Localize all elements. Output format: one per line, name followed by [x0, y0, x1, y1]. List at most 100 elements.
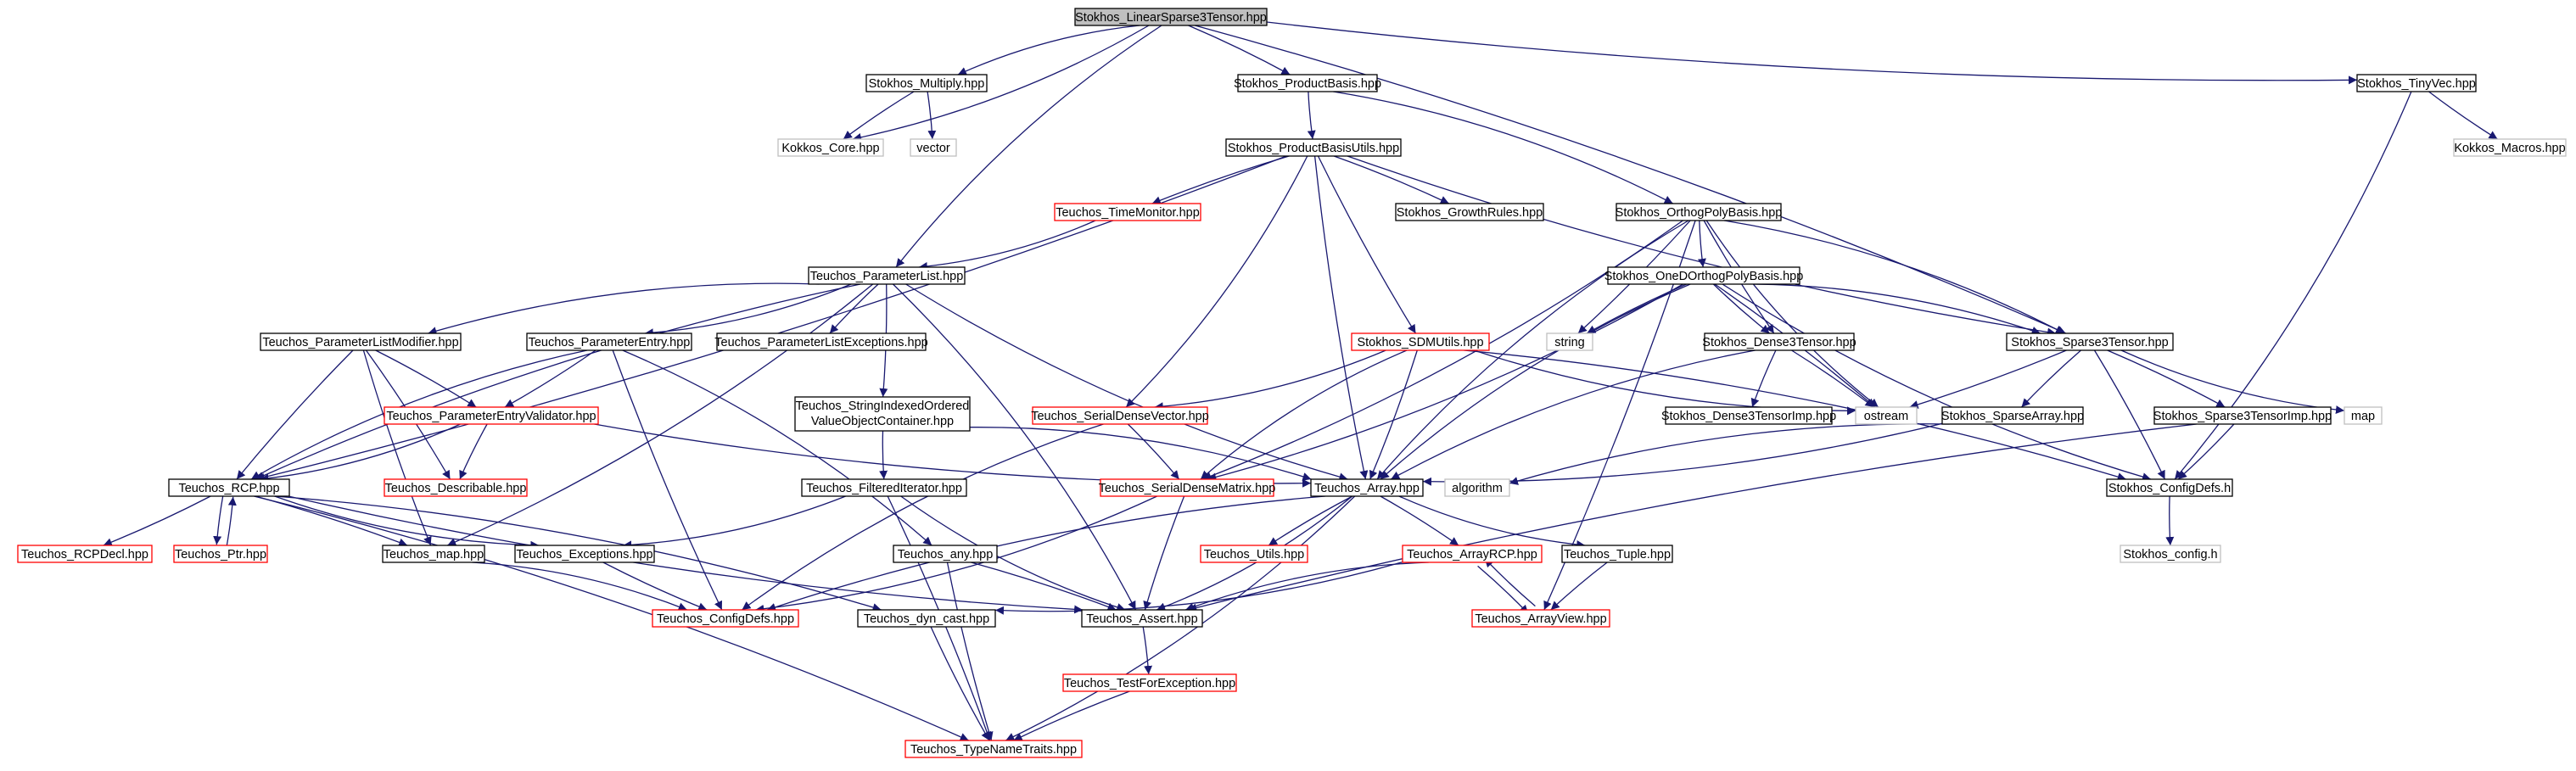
node-rcp[interactable]: Teuchos_RCP.hpp — [168, 478, 290, 497]
node-multiply[interactable]: Stokhos_Multiply.hpp — [865, 74, 988, 92]
node-tmap[interactable]: Teuchos_map.hpp — [382, 545, 485, 563]
node-box — [910, 138, 957, 157]
node-root[interactable]: Stokhos_LinearSparse3Tensor.hpp — [1074, 8, 1268, 26]
node-orthopoly[interactable]: Stokhos_OrthogPolyBasis.hpp — [1616, 203, 1783, 221]
node-pbutils[interactable]: Stokhos_ProductBasisUtils.hpp — [1225, 138, 1402, 157]
edge-sdmutils-to-sdmatrix — [1200, 349, 1408, 480]
node-kokkoscore: Kokkos_Core.hpp — [777, 138, 884, 157]
node-paramlist[interactable]: Teuchos_ParameterList.hpp — [808, 266, 966, 285]
node-box — [801, 478, 967, 497]
edge-array-to-tuple — [1398, 495, 1586, 549]
edge-paramlist-to-array — [905, 283, 1348, 482]
node-label: map — [2351, 410, 2375, 423]
node-arrayrcp[interactable]: Teuchos_ArrayRCP.hpp — [1402, 545, 1543, 563]
node-box — [1665, 406, 1833, 425]
edge-sparse3-to-ostream — [1909, 349, 2067, 409]
edge-dense3-to-ostream — [1791, 349, 1874, 408]
edge-dense3-to-array — [1390, 349, 1756, 480]
edge-plmodifier-to-tmap — [362, 349, 432, 546]
node-box — [1607, 266, 1800, 285]
edge-pevalidator-to-rcp — [260, 423, 461, 483]
edge-sdmutils-to-sdvector — [1154, 349, 1386, 411]
edge-sdmutils-to-ostream — [1473, 349, 1856, 416]
node-sdmutils[interactable]: Stokhos_SDMUtils.hpp — [1351, 332, 1490, 351]
node-vector: vector — [910, 138, 957, 157]
edge-rcp-to-ptr — [213, 495, 224, 545]
edge-onedortho-to-array — [1380, 283, 1691, 480]
node-sio[interactable]: Teuchos_StringIndexedOrderedValueObjectC… — [794, 396, 971, 432]
edge-ptr-to-rcp — [226, 496, 237, 546]
node-ptr[interactable]: Teuchos_Ptr.hpp — [173, 545, 268, 563]
node-sdvector[interactable]: Teuchos_SerialDenseVector.hpp — [1031, 406, 1209, 425]
node-label: Teuchos_dyn_cast.hpp — [864, 612, 989, 626]
edge-root-to-sparse3 — [1195, 25, 2066, 334]
node-utils[interactable]: Teuchos_Utils.hpp — [1200, 545, 1308, 563]
node-label: Stokhos_LinearSparse3Tensor.hpp — [1075, 11, 1267, 25]
node-filterediter[interactable]: Teuchos_FilteredIterator.hpp — [801, 478, 967, 497]
node-box — [1444, 478, 1510, 497]
edge-rcp-to-typenametraits — [254, 495, 969, 741]
node-plexceptions[interactable]: Teuchos_ParameterListExceptions.hpp — [714, 332, 928, 351]
edge-sparse3-to-map — [2120, 349, 2345, 415]
node-dyncast[interactable]: Teuchos_dyn_cast.hpp — [857, 609, 996, 628]
node-label: Stokhos_Dense3TensorImp.hpp — [1661, 410, 1836, 423]
node-paramentry[interactable]: Teuchos_ParameterEntry.hpp — [526, 332, 692, 351]
node-any[interactable]: Teuchos_any.hpp — [893, 545, 998, 563]
node-box — [1402, 545, 1543, 563]
node-label: Teuchos_ParameterList.hpp — [810, 270, 964, 283]
node-label: Teuchos_ParameterEntryValidator.hpp — [386, 410, 596, 423]
node-describable[interactable]: Teuchos_Describable.hpp — [384, 478, 528, 497]
node-typenametraits[interactable]: Teuchos_TypeNameTraits.hpp — [904, 740, 1083, 758]
node-tconfigdefs[interactable]: Teuchos_ConfigDefs.hpp — [652, 609, 799, 628]
edge-sio-to-filterediter — [879, 430, 888, 480]
node-rcpdecl[interactable]: Teuchos_RCPDecl.hpp — [17, 545, 153, 563]
node-testforexc[interactable]: Teuchos_TestForException.hpp — [1062, 673, 1237, 692]
node-sdmatrix[interactable]: Teuchos_SerialDenseMatrix.hpp — [1099, 478, 1276, 497]
edge-onedortho-to-sparse3 — [1753, 283, 2041, 335]
node-label: Teuchos_FilteredIterator.hpp — [806, 482, 962, 495]
node-sparse3imp[interactable]: Stokhos_Sparse3TensorImp.hpp — [2153, 406, 2332, 425]
node-box — [777, 138, 884, 157]
edge-orthopoly-to-onedortho — [1697, 220, 1706, 268]
node-label: Stokhos_ProductBasis.hpp — [1234, 77, 1381, 91]
edge-filterediter-to-assert — [900, 495, 1126, 612]
node-label: string — [1554, 336, 1584, 349]
node-prodbasis[interactable]: Stokhos_ProductBasis.hpp — [1234, 74, 1381, 92]
node-assert[interactable]: Teuchos_Assert.hpp — [1081, 609, 1203, 628]
node-box — [260, 332, 462, 351]
node-sparse3[interactable]: Stokhos_Sparse3Tensor.hpp — [2006, 332, 2174, 351]
edge-sdmatrix-to-assert — [1143, 495, 1185, 611]
node-tuple[interactable]: Teuchos_Tuple.hpp — [1561, 545, 1673, 563]
node-box — [865, 74, 988, 92]
node-label: Teuchos_TypeNameTraits.hpp — [910, 743, 1077, 757]
edge-array-to-arrayrcp — [1380, 495, 1459, 546]
node-onedortho[interactable]: Stokhos_OneDOrthogPolyBasis.hpp — [1604, 266, 1804, 285]
node-label: Teuchos_SerialDenseVector.hpp — [1031, 410, 1209, 423]
node-plmodifier[interactable]: Teuchos_ParameterListModifier.hpp — [260, 332, 462, 351]
edge-arrayrcp-to-arrayview — [1477, 565, 1529, 614]
node-box — [716, 332, 927, 351]
node-configdefs_s[interactable]: Stokhos_ConfigDefs.h — [2106, 478, 2233, 497]
edge-array-to-typenametraits — [1005, 495, 1356, 741]
node-dense3imp[interactable]: Stokhos_Dense3TensorImp.hpp — [1661, 406, 1836, 425]
node-array[interactable]: Teuchos_Array.hpp — [1310, 478, 1424, 497]
node-arrayview[interactable]: Teuchos_ArrayView.hpp — [1471, 609, 1610, 628]
node-box — [173, 545, 268, 563]
node-box — [904, 740, 1083, 758]
node-box — [514, 545, 655, 563]
node-sparsearray[interactable]: Stokhos_SparseArray.hpp — [1941, 406, 2084, 425]
edge-exceptions-to-tconfigdefs — [602, 561, 708, 611]
node-growthrules[interactable]: Stokhos_GrowthRules.hpp — [1395, 203, 1544, 221]
node-dense3[interactable]: Stokhos_Dense3Tensor.hpp — [1702, 332, 1856, 351]
edge-paramentry-to-tconfigdefs — [612, 349, 723, 611]
node-timemonitor[interactable]: Teuchos_TimeMonitor.hpp — [1054, 203, 1201, 221]
node-exceptions[interactable]: Teuchos_Exceptions.hpp — [514, 545, 655, 563]
edge-tmap-to-tconfigdefs — [472, 561, 687, 611]
node-tinyvec[interactable]: Stokhos_TinyVec.hpp — [2356, 74, 2477, 92]
node-kokkosmacros: Kokkos_Macros.hpp — [2453, 138, 2567, 157]
node-stokhosconfig: Stokhos_config.h — [2120, 545, 2221, 563]
edge-root-to-tinyvec — [1266, 21, 2358, 85]
node-box — [1032, 406, 1208, 425]
edge-arrayrcp-to-assert — [1184, 561, 1429, 612]
node-pevalidator[interactable]: Teuchos_ParameterEntryValidator.hpp — [384, 406, 599, 425]
